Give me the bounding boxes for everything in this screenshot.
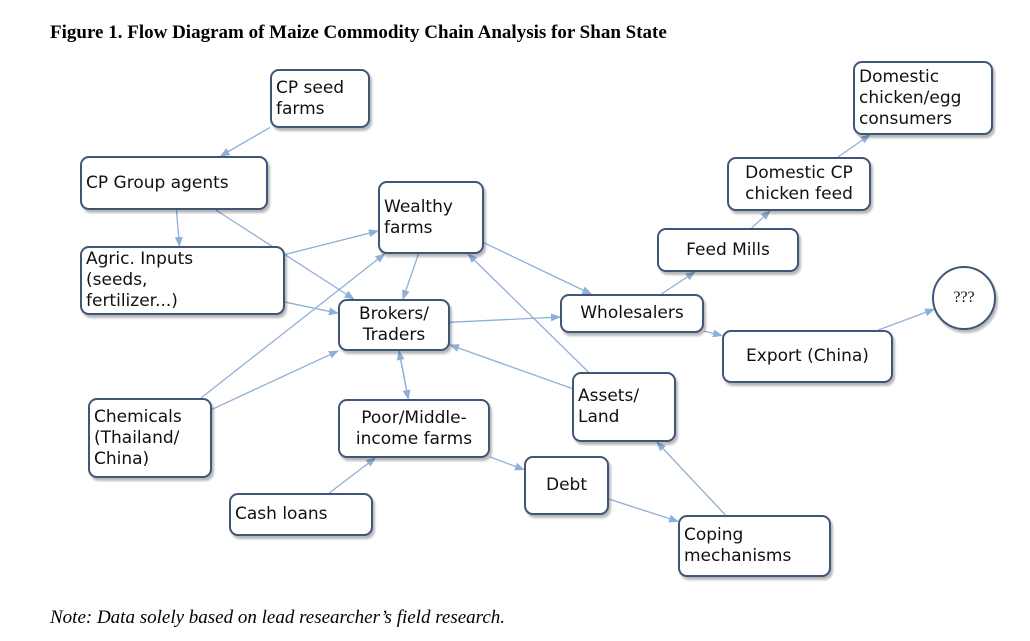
node-debt: Debt — [524, 456, 609, 515]
node-label: CP Group agents — [86, 172, 229, 193]
arrow-wealthy-farms-to-brokers-traders — [402, 253, 420, 300]
node-domestic-cp-chicken-feed: Domestic CP chicken feed — [727, 157, 871, 211]
arrow-domestic-cp-chicken-feed-to-domestic-consumers — [837, 134, 871, 158]
arrow-wealthy-farms-to-wholesalers — [483, 242, 593, 295]
arrow-chemicals-to-brokers-traders — [211, 350, 339, 410]
arrow-coping-mechanisms-to-assets-land — [656, 441, 726, 516]
node-label: Domestic chicken/egg consumers — [859, 66, 962, 129]
arrow-agric-inputs-to-wealthy-farms — [284, 229, 379, 256]
arrow-export-china-to-unknown — [878, 308, 935, 331]
node-label: Feed Mills — [686, 239, 770, 260]
arrow-assets-land-to-wealthy-farms — [467, 253, 589, 373]
node-wholesalers: Wholesalers — [560, 294, 704, 333]
node-label: Wealthy farms — [384, 196, 453, 238]
arrow-debt-to-coping-mechanisms — [608, 498, 679, 523]
arrow-poor-middle-income-farms-to-brokers-traders — [396, 350, 409, 400]
figure-note: Note: Data solely based on lead research… — [50, 607, 506, 628]
arrow-brokers-traders-to-wholesalers — [449, 313, 561, 323]
node-cp-seed-farms: CP seed farms — [270, 69, 370, 128]
node-cp-group-agents: CP Group agents — [80, 156, 268, 210]
arrow-wholesalers-to-feed-mills — [661, 271, 696, 295]
node-label: Brokers/ Traders — [359, 304, 429, 345]
node-chemicals: Chemicals (Thailand/ China) — [88, 398, 212, 478]
node-label: Poor/Middle- income farms — [355, 407, 473, 449]
arrow-cash-loans-to-poor-middle-income-farms — [328, 457, 377, 494]
node-label: Debt — [545, 475, 587, 495]
node-label: ??? — [953, 289, 975, 306]
node-label: Chemicals (Thailand/ China) — [94, 406, 182, 469]
node-label: Export (China) — [746, 346, 869, 366]
node-label: CP seed farms — [276, 77, 345, 119]
arrow-wholesalers-to-export-china — [703, 329, 723, 338]
node-label: Agric. Inputs (seeds, fertilizer...) — [86, 249, 194, 311]
node-label: Assets/ Land — [578, 386, 640, 427]
node-wealthy-farms: Wealthy farms — [378, 181, 484, 254]
node-label: Cash loans — [235, 504, 328, 524]
arrow-agric-inputs-to-brokers-traders — [284, 301, 339, 316]
node-assets-land: Assets/ Land — [572, 372, 676, 442]
node-domestic-consumers: Domestic chicken/egg consumers — [853, 61, 993, 135]
node-label: Wholesalers — [580, 303, 684, 323]
arrow-chemicals-to-wealthy-farms — [200, 253, 386, 399]
node-feed-mills: Feed Mills — [657, 228, 799, 272]
node-poor-middle-income-farms: Poor/Middle- income farms — [338, 399, 490, 458]
node-cash-loans: Cash loans — [229, 493, 373, 536]
arrow-feed-mills-to-domestic-cp-chicken-feed — [751, 210, 771, 229]
node-label: Domestic CP chicken feed — [745, 163, 853, 204]
node-export-china: Export (China) — [722, 330, 893, 383]
arrow-poor-middle-income-farms-to-debt — [489, 456, 525, 471]
node-unknown: ??? — [932, 266, 996, 330]
node-label: Coping mechanisms — [684, 525, 792, 566]
figure-title: Figure 1. Flow Diagram of Maize Commodit… — [50, 22, 667, 43]
arrow-cp-group-agents-to-agric-inputs — [174, 209, 183, 247]
node-agric-inputs: Agric. Inputs (seeds, fertilizer...) — [80, 246, 285, 315]
arrow-cp-seed-farms-to-cp-group-agents — [219, 126, 271, 157]
arrow-assets-land-to-brokers-traders — [449, 344, 573, 390]
node-coping-mechanisms: Coping mechanisms — [678, 515, 831, 577]
node-brokers-traders: Brokers/ Traders — [338, 299, 450, 351]
